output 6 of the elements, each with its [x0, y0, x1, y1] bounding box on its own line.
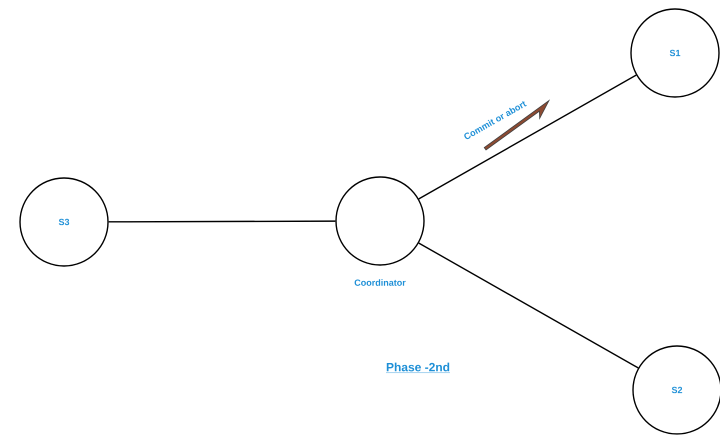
- connector-line: [108, 220, 336, 223]
- node-caption: Coordinator: [354, 279, 406, 286]
- connector-line: [418, 74, 636, 200]
- phase-heading: Phase -2nd: [386, 362, 450, 373]
- connector-line: [418, 242, 638, 368]
- node-circle: [335, 176, 425, 266]
